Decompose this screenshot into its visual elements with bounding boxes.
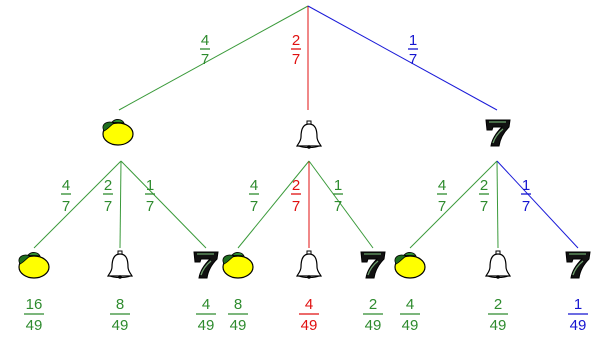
top-branch-probability-numerator: 4	[201, 32, 209, 49]
sub-branch-probability-2-2: 27	[291, 177, 301, 215]
outcome-probability-2-3: 249	[363, 296, 383, 334]
outcome-probability-numerator: 16	[26, 296, 43, 313]
outcome-probability-denominator: 49	[301, 317, 318, 334]
outcome-probability-3-1: 449	[400, 296, 420, 334]
top-branch-probability-numerator: 2	[292, 32, 300, 49]
lemon-icon	[102, 118, 134, 146]
sub-branch-probability-denominator: 7	[104, 198, 112, 215]
top-branch-probability-denominator: 7	[201, 51, 209, 68]
sub-branch-probability-denominator: 7	[522, 198, 530, 215]
sub-branch-probability-denominator: 7	[146, 198, 154, 215]
sub-branch-probability-3-2: 27	[479, 177, 489, 215]
sub-branch-probability-denominator: 7	[438, 198, 446, 215]
sub-branch-probability-numerator: 1	[522, 177, 530, 194]
leaf-lemon-icon	[394, 251, 426, 279]
sub-branch-probability-1-1: 47	[61, 177, 71, 215]
sub-branch-probability-denominator: 7	[62, 198, 70, 215]
top-branch-probability-2: 27	[291, 32, 301, 68]
sub-branch-probability-numerator: 1	[146, 177, 154, 194]
sub-branch-probability-numerator: 4	[438, 177, 446, 194]
leaf-bell-icon	[485, 250, 511, 280]
outcome-probability-3-3: 149	[568, 296, 588, 334]
sub-branch-probability-numerator: 2	[480, 177, 488, 194]
outcome-probability-denominator: 49	[230, 317, 247, 334]
leaf-seven-icon	[193, 251, 219, 279]
leaf-bell-icon	[107, 250, 133, 280]
outcome-probability-numerator: 2	[494, 296, 502, 313]
sub-branch-probability-3-1: 47	[437, 177, 447, 215]
bell-icon	[296, 120, 322, 150]
outcome-probability-1-3: 449	[196, 296, 216, 334]
outcome-probability-denominator: 49	[198, 317, 215, 334]
seven-icon	[485, 119, 511, 147]
top-branch-probability-3: 17	[408, 32, 418, 68]
sub-branch-edge-2-3	[308, 160, 374, 249]
leaf-seven-icon	[565, 251, 591, 279]
outcome-probability-numerator: 4	[305, 296, 313, 313]
top-branch-probability-denominator: 7	[409, 51, 417, 68]
top-branch-probability-denominator: 7	[292, 51, 300, 68]
sub-branch-probability-denominator: 7	[250, 198, 258, 215]
top-branch-probability-1: 47	[200, 32, 210, 68]
outcome-probability-numerator: 8	[234, 296, 242, 313]
sub-branch-probability-numerator: 1	[334, 177, 342, 194]
sub-branch-edge-1-1	[33, 160, 122, 249]
leaf-bell-icon	[296, 250, 322, 280]
top-branch-edge-3	[307, 5, 498, 111]
sub-branch-probability-1-2: 27	[103, 177, 113, 215]
sub-branch-edge-3-1	[409, 160, 498, 249]
sub-branch-edge-1-3	[120, 160, 207, 249]
sub-branch-probability-numerator: 4	[62, 177, 70, 194]
sub-branch-edge-1-2	[119, 160, 122, 249]
outcome-probability-numerator: 8	[116, 296, 124, 313]
outcome-probability-numerator: 4	[406, 296, 414, 313]
outcome-probability-denominator: 49	[365, 317, 382, 334]
sub-branch-probability-numerator: 2	[104, 177, 112, 194]
outcome-probability-3-2: 249	[488, 296, 508, 334]
outcome-probability-1-2: 849	[110, 296, 130, 334]
sub-branch-edge-3-2	[496, 160, 499, 249]
leaf-lemon-icon	[18, 251, 50, 279]
sub-branch-probability-denominator: 7	[480, 198, 488, 215]
outcome-probability-denominator: 49	[490, 317, 507, 334]
outcome-probability-numerator: 2	[369, 296, 377, 313]
sub-branch-probability-denominator: 7	[334, 198, 342, 215]
sub-branch-edge-3-3	[496, 160, 579, 249]
outcome-probability-denominator: 49	[402, 317, 419, 334]
sub-branch-probability-2-1: 47	[249, 177, 259, 215]
sub-branch-edge-2-1	[237, 160, 310, 249]
outcome-probability-numerator: 4	[202, 296, 210, 313]
sub-branch-probability-1-3: 17	[145, 177, 155, 215]
sub-branch-probability-2-3: 17	[333, 177, 343, 215]
leaf-lemon-icon	[222, 251, 254, 279]
sub-branch-probability-numerator: 4	[250, 177, 258, 194]
sub-branch-probability-numerator: 2	[292, 177, 300, 194]
top-branch-edge-1	[118, 5, 309, 111]
tree-edges	[33, 5, 579, 249]
top-branch-probability-numerator: 1	[409, 32, 417, 49]
sub-branch-probability-denominator: 7	[292, 198, 300, 215]
leaf-seven-icon	[360, 251, 386, 279]
outcome-probability-denominator: 49	[26, 317, 43, 334]
outcome-probability-2-1: 849	[228, 296, 248, 334]
outcome-probability-denominator: 49	[112, 317, 129, 334]
outcome-probability-denominator: 49	[570, 317, 587, 334]
sub-branch-probability-3-3: 17	[521, 177, 531, 215]
outcome-probability-2-2: 449	[299, 296, 319, 334]
outcome-probability-numerator: 1	[574, 296, 582, 313]
